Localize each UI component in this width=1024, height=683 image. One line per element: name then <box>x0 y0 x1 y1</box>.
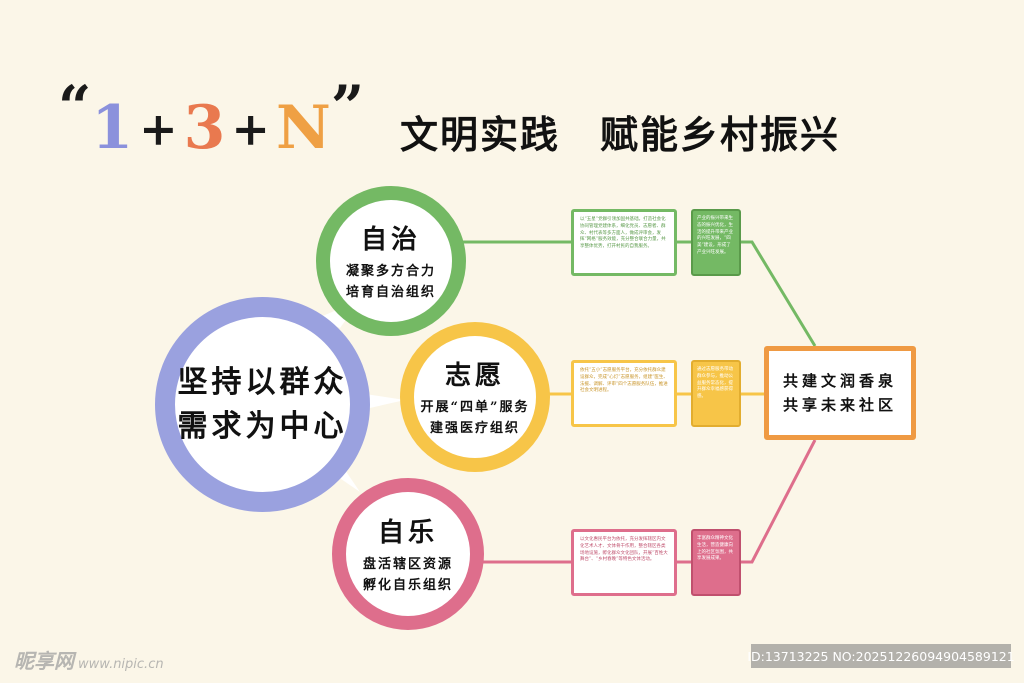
detail-box-zizhi: 以“五星”党群引领加固共基础，打造社会化协同管理党建体系，细化党员、志愿者、群众… <box>571 209 677 276</box>
detail-box-zhiyuan: 依托“五小”志愿服务平台，充分依托群众建设群众，完成“心灯”志愿服务，组建“医生… <box>571 360 677 427</box>
branch-sub-1: 凝聚多方合力 <box>345 263 436 279</box>
core-line-2: 需求为中心 <box>177 408 348 444</box>
formula-number-1: 1 <box>91 93 134 163</box>
branch-ring-zile: 自乐 盘活辖区资源 孵化自乐组织 <box>332 478 484 630</box>
branch-ring-zizhi: 自治 凝聚多方合力 培育自治组织 <box>316 186 466 336</box>
core-line-1: 坚持以群众 <box>177 365 348 400</box>
detail-box-zile: 以文化惠民平台为依托，充分发挥辖区内文化艺术人才、文体骨干作用，整合辖区各类场地… <box>571 529 677 596</box>
branch-sub-1: 盘活辖区资源 <box>362 556 453 572</box>
close-quote: ” <box>330 73 365 141</box>
open-quote: “ <box>58 73 92 141</box>
watermark-logo-text: 昵享网 <box>14 649 74 673</box>
line-zizhi-goal <box>740 240 817 347</box>
watermark-id: ID:13713225 NO:20251226094904589121 <box>747 644 1015 668</box>
note-box-zizhi: 产业的振兴带来生态的振兴优化，生活的提升带来产业的兴旺发展，“四美”建设，形成了… <box>691 209 741 276</box>
watermark-url: www.nipic.cn <box>78 657 164 672</box>
goal-line-2: 共享未来社区 <box>782 396 897 414</box>
title-slogan: 文明实践 赋能乡村振兴 <box>400 113 841 157</box>
core-ring: 坚持以群众 需求为中心 <box>155 297 370 512</box>
line-zile-goal <box>740 439 817 564</box>
formula-number-3: 3 <box>183 93 226 163</box>
branch-heading: 自乐 <box>377 517 438 548</box>
plus-sign: + <box>231 102 270 156</box>
branch-ring-zhiyuan: 志愿 开展“四单”服务 建强医疗组织 <box>400 322 550 472</box>
goal-line-1: 共建文润香泉 <box>782 372 897 390</box>
goal-box: 共建文润香泉 共享未来社区 <box>764 346 916 440</box>
branch-sub-1: 开展“四单”服务 <box>420 399 530 415</box>
title-formula: “ 1 + 3 + N ” <box>58 78 364 158</box>
watermark-logo: 昵享网 www.nipic.cn <box>14 645 164 674</box>
branch-heading: 志愿 <box>444 360 505 391</box>
branch-heading: 自治 <box>360 224 421 255</box>
plus-sign: + <box>139 102 178 156</box>
note-box-zhiyuan: 通过志愿服务带动群众参与，推动公益服务常态化，提升群众幸福感获得感。 <box>691 360 741 427</box>
formula-letter-n: N <box>275 93 331 163</box>
branch-sub-2: 建强医疗组织 <box>429 420 520 436</box>
branch-sub-2: 培育自治组织 <box>345 284 436 300</box>
branch-sub-2: 孵化自乐组织 <box>362 577 453 593</box>
note-box-zile: 丰富群众精神文化生活，营造健康向上的社区氛围，共享发展成果。 <box>691 529 741 596</box>
